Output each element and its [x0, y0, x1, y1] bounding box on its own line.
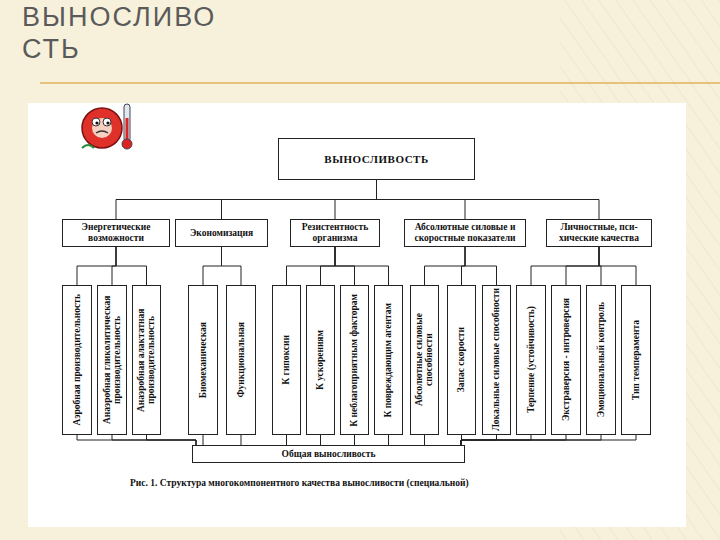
connector	[377, 180, 600, 219]
cartoon-icon	[76, 98, 138, 154]
node-label: К неблагоприятным факторам	[349, 294, 359, 427]
category-box: Экономизация	[175, 219, 268, 247]
connector	[222, 180, 377, 219]
slide-title: ВЫНОСЛИВОСТЬ	[22, 2, 232, 66]
connector	[465, 247, 497, 285]
node-label: Запас скорости	[456, 327, 466, 392]
connector	[112, 247, 116, 285]
connector	[335, 247, 389, 285]
node-label: К повреждающим агентам	[383, 303, 393, 418]
component-box: Локальные силовые способности	[482, 285, 511, 435]
connector	[462, 247, 466, 285]
node-label: Общая выносливость	[278, 447, 380, 462]
connector	[77, 247, 116, 285]
node-label: Эмоциональный контроль	[596, 302, 606, 417]
component-box: Терпение (устойчивость)	[516, 285, 546, 435]
connector	[321, 247, 336, 285]
connector	[116, 247, 147, 285]
summary-box: Общая выносливость	[192, 445, 465, 463]
connector	[424, 435, 425, 445]
category-box: Резистентность организма	[290, 219, 380, 247]
component-box: Анаэробная алактатная производительность	[132, 285, 161, 435]
node-label: ВЫНОСЛИВОСТЬ	[324, 153, 428, 165]
node-label: Локальные силовые способности	[491, 288, 501, 431]
component-box: К ускорениям	[306, 285, 335, 435]
connector	[531, 247, 599, 285]
component-box: К повреждающим агентам	[374, 285, 403, 435]
component-box: К гипоксии	[272, 285, 301, 435]
connector	[222, 247, 242, 285]
node-label: Абсолютные силовые и скоростные показате…	[405, 220, 525, 246]
connector	[335, 180, 377, 219]
figure-caption: Рис. 1. Структура многокомпонентного кач…	[130, 478, 469, 488]
component-box: К неблагоприятным факторам	[340, 285, 369, 435]
connector	[112, 435, 196, 445]
node-label: Резистентность организма	[291, 220, 379, 246]
connector	[77, 435, 196, 445]
component-box: Тип темперамента	[621, 285, 651, 435]
title-rule	[40, 82, 720, 84]
connector	[354, 435, 355, 445]
node-label: Экстраверсия - интроверсия	[561, 298, 571, 421]
connector	[461, 435, 636, 445]
node-label: Анаэробная гликолитическая производитель…	[102, 288, 123, 432]
category-box: Личностные, пси-хические качества	[546, 219, 652, 247]
root-box: ВЫНОСЛИВОСТЬ	[278, 138, 475, 180]
connector	[599, 247, 636, 285]
node-label: Анаэробная алактатная производительность	[136, 288, 157, 432]
node-label: Тип темперамента	[631, 320, 641, 400]
component-box: Аэробная производительность	[62, 285, 92, 435]
node-label: Абсолютные силовые способности	[414, 288, 435, 432]
category-box: Абсолютные силовые и скоростные показате…	[404, 219, 526, 247]
connector	[286, 435, 287, 445]
category-box: Энергетические возможности	[62, 219, 170, 247]
connector	[116, 180, 377, 219]
node-label: Личностные, пси-хические качества	[547, 220, 651, 246]
component-box: Функциональная	[226, 285, 256, 435]
component-box: Экстраверсия - интроверсия	[551, 285, 581, 435]
connector	[203, 435, 204, 445]
node-label: Энергетические возможности	[63, 220, 169, 246]
connector	[566, 247, 599, 285]
connector	[147, 435, 197, 445]
connector	[241, 435, 242, 445]
component-box: Запас скорости	[447, 285, 476, 435]
connector	[388, 435, 389, 445]
connector	[425, 247, 466, 285]
node-label: Экономизация	[186, 226, 257, 241]
connector	[320, 435, 321, 445]
node-label: Функциональная	[236, 322, 246, 398]
node-label: Терпение (устойчивость)	[526, 306, 536, 413]
component-box: Эмоциональный контроль	[586, 285, 616, 435]
connector	[203, 247, 222, 285]
node-label: Биомеханическая	[198, 322, 208, 398]
component-box: Анаэробная гликолитическая производитель…	[97, 285, 127, 435]
component-box: Биомеханическая	[188, 285, 218, 435]
connector	[287, 247, 336, 285]
component-box: Абсолютные силовые способности	[410, 285, 439, 435]
white-panel	[28, 103, 686, 527]
node-label: К ускорениям	[315, 330, 325, 390]
node-label: Аэробная производительность	[72, 294, 82, 425]
node-label: К гипоксии	[281, 335, 291, 385]
